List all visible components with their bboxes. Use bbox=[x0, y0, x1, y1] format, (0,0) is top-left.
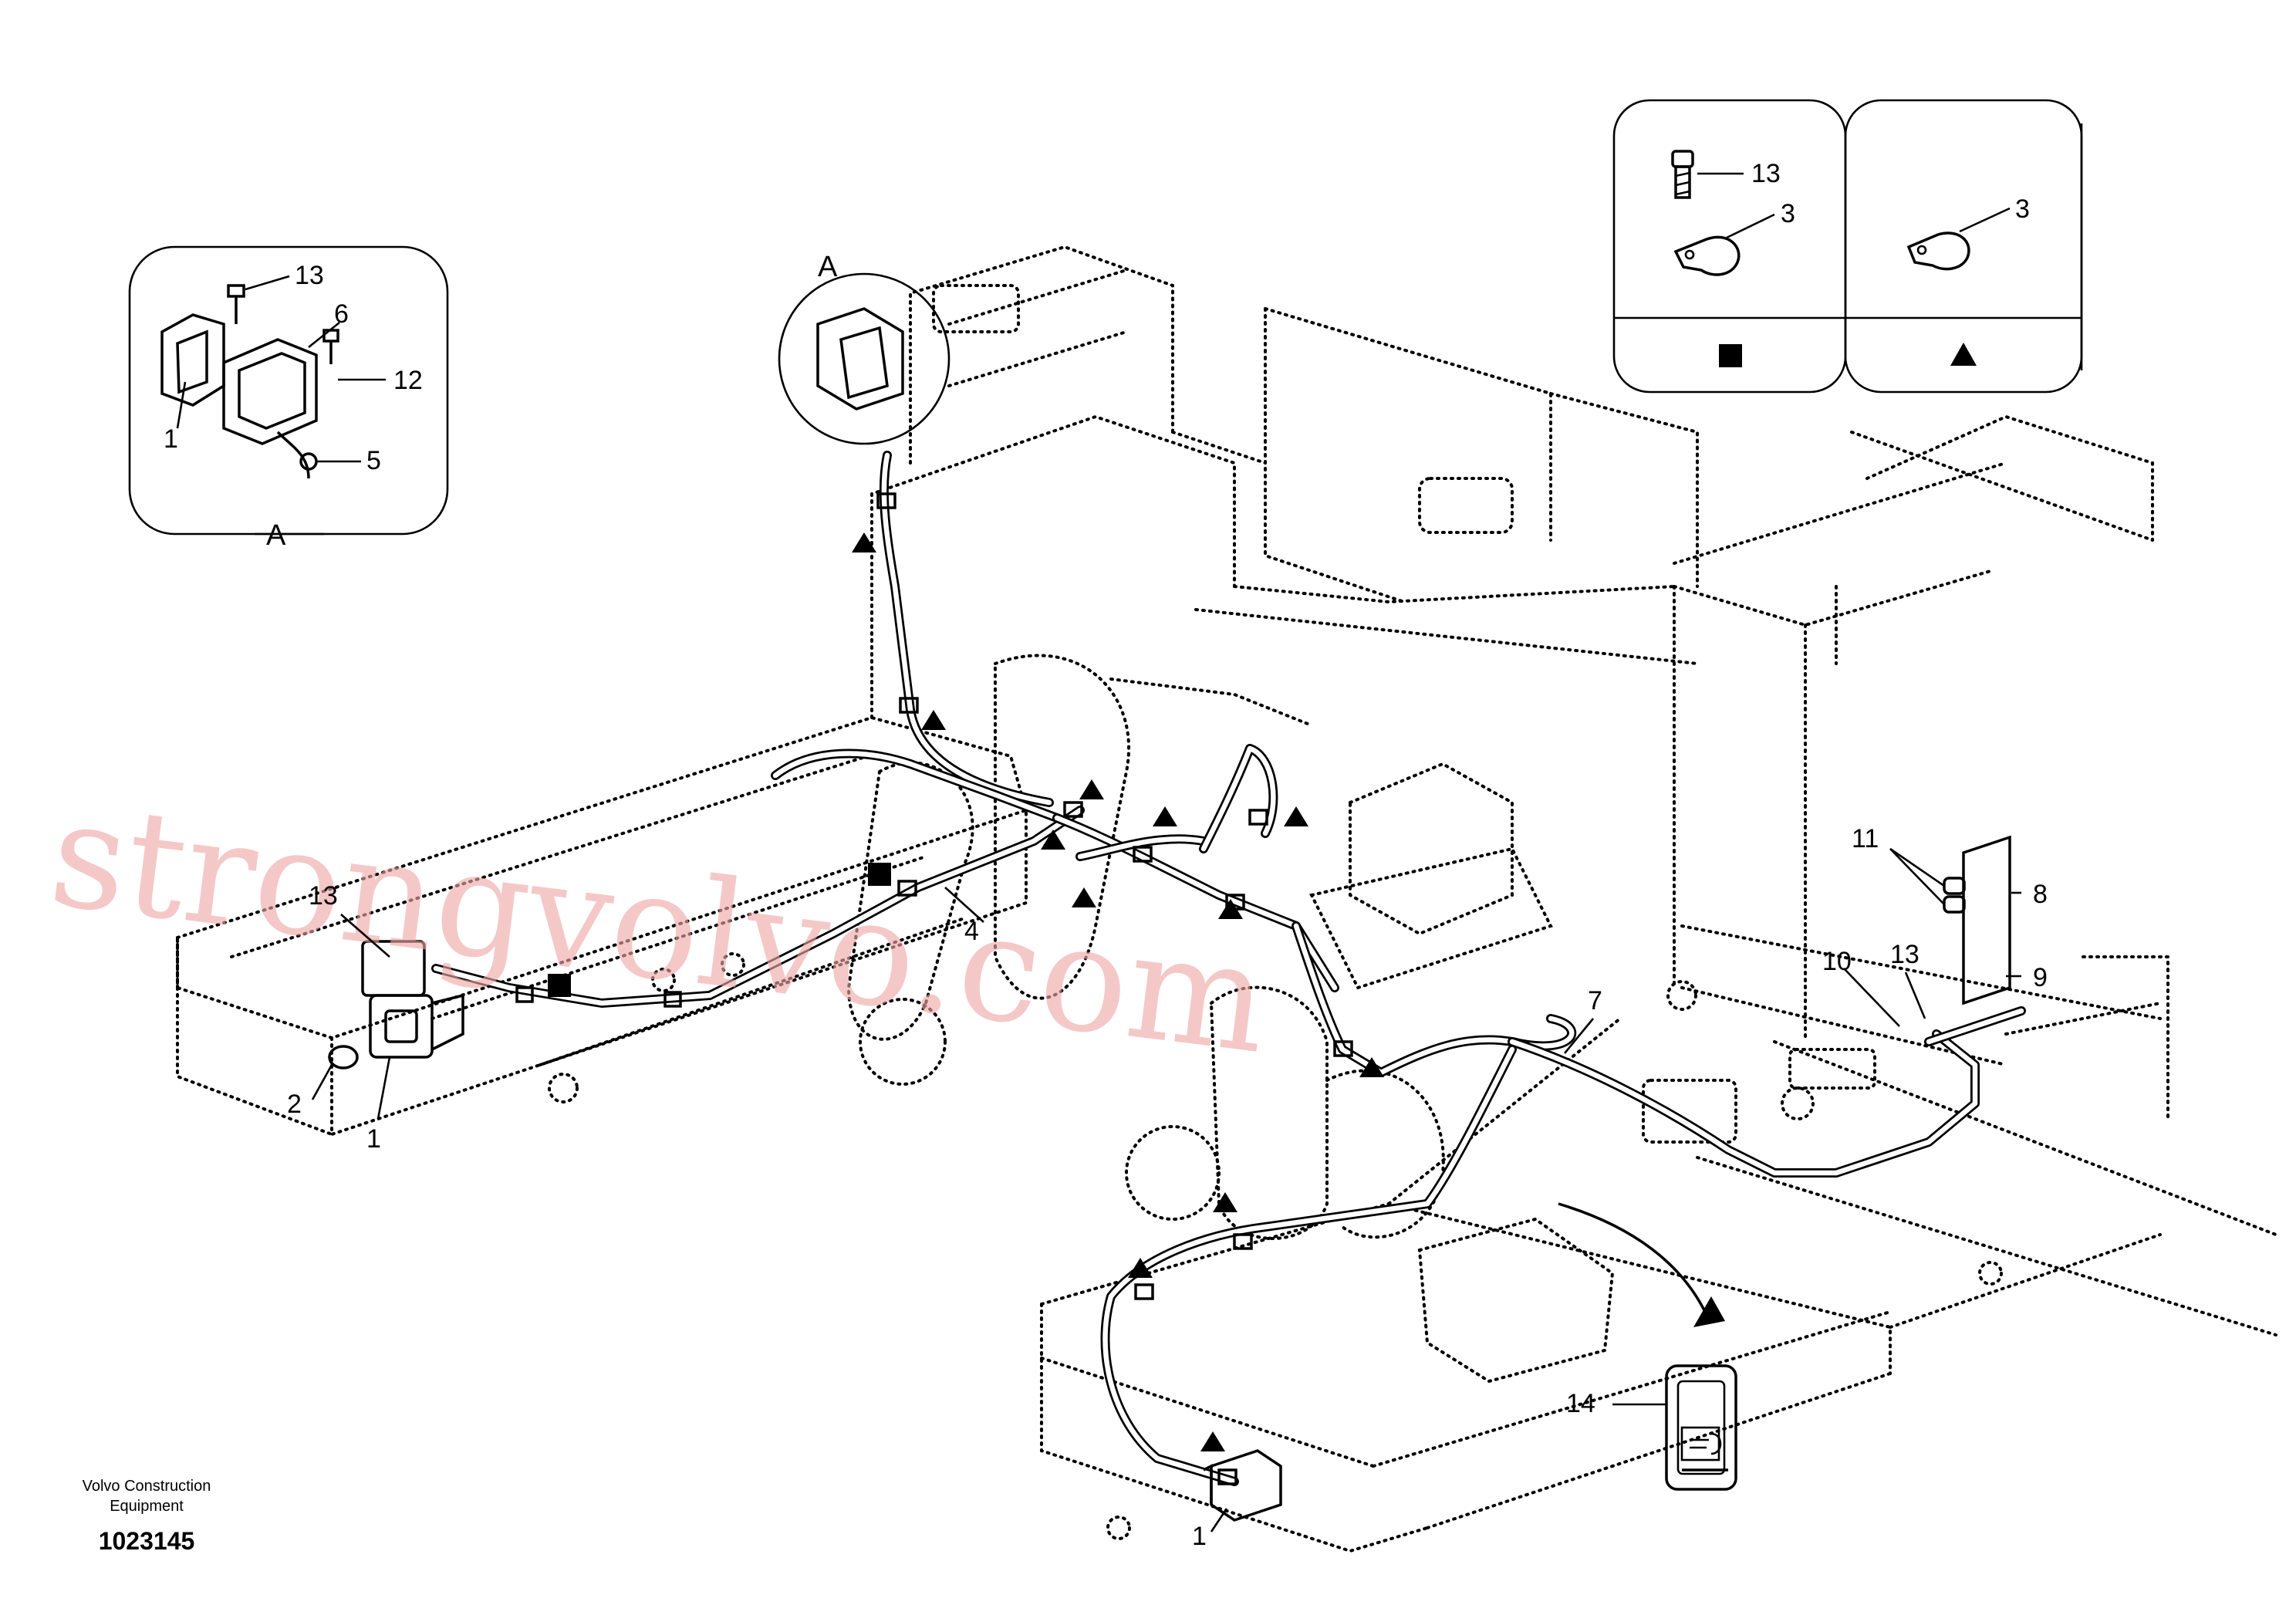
legend-triangle-marker bbox=[1950, 343, 1977, 366]
callout-1-lower-lamp: 1 bbox=[1192, 1522, 1207, 1551]
detail-a-callout-12: 12 bbox=[393, 366, 423, 395]
callout-13-left: 13 bbox=[309, 881, 338, 911]
light-switch-14 bbox=[1665, 1364, 1737, 1491]
detail-a-letter: A bbox=[818, 251, 838, 283]
callout-9-strap: 9 bbox=[2033, 963, 2048, 992]
main-view-callouts: 13 2 1 4 7 11 8 9 13 10 14 1 A bbox=[287, 251, 2048, 1551]
triangle-clamp-markers bbox=[852, 532, 1384, 1451]
work-lamp-left bbox=[328, 940, 464, 1070]
wiring-harness bbox=[431, 451, 2026, 1486]
legend-triangle-callout-3: 3 bbox=[2015, 194, 2030, 224]
legend-square-marker bbox=[1719, 344, 1742, 367]
detail-a-callout-5: 5 bbox=[366, 446, 381, 475]
detail-a-callout-6: 6 bbox=[334, 299, 349, 329]
drawing-footer: Volvo Construction Equipment 1023145 bbox=[83, 1478, 211, 1555]
footer-company-line1: Volvo Construction bbox=[83, 1478, 211, 1495]
callout-14-switch: 14 bbox=[1566, 1389, 1595, 1418]
callout-7-cable: 7 bbox=[1588, 986, 1602, 1015]
detail-a-view-letter: A bbox=[266, 519, 286, 552]
callout-8-cover: 8 bbox=[2033, 880, 2048, 909]
detail-a-panel: 13 6 12 1 5 A bbox=[128, 245, 449, 552]
footer-company-line2: Equipment bbox=[110, 1498, 184, 1515]
watermark-text: strongvolvo.com bbox=[42, 768, 1277, 1086]
work-lamp-lower bbox=[1203, 1449, 1282, 1522]
callout-13-right: 13 bbox=[1890, 940, 1920, 969]
harness-clips bbox=[515, 492, 1353, 1485]
legend-square-callout-3: 3 bbox=[1781, 199, 1795, 228]
machine-frame bbox=[176, 245, 2277, 1553]
detail-a-callout-1: 1 bbox=[164, 424, 178, 454]
detail-a-callout-13: 13 bbox=[295, 261, 324, 290]
callout-2-bulb: 2 bbox=[287, 1090, 302, 1119]
legend-square-callout-13: 13 bbox=[1751, 159, 1781, 188]
callout-1-lamp: 1 bbox=[366, 1124, 381, 1154]
clamp-legend: 13 3 3 bbox=[1612, 99, 2083, 394]
footer-drawing-number: 1023145 bbox=[99, 1527, 195, 1555]
detail-a-callout-circle bbox=[778, 272, 950, 445]
callout-10-connector: 10 bbox=[1822, 947, 1852, 976]
switch-location-arrow bbox=[1558, 1202, 1725, 1327]
square-clamp-markers bbox=[548, 863, 891, 997]
callout-4-harness: 4 bbox=[964, 917, 979, 946]
callout-11-screws: 11 bbox=[1852, 824, 1879, 853]
